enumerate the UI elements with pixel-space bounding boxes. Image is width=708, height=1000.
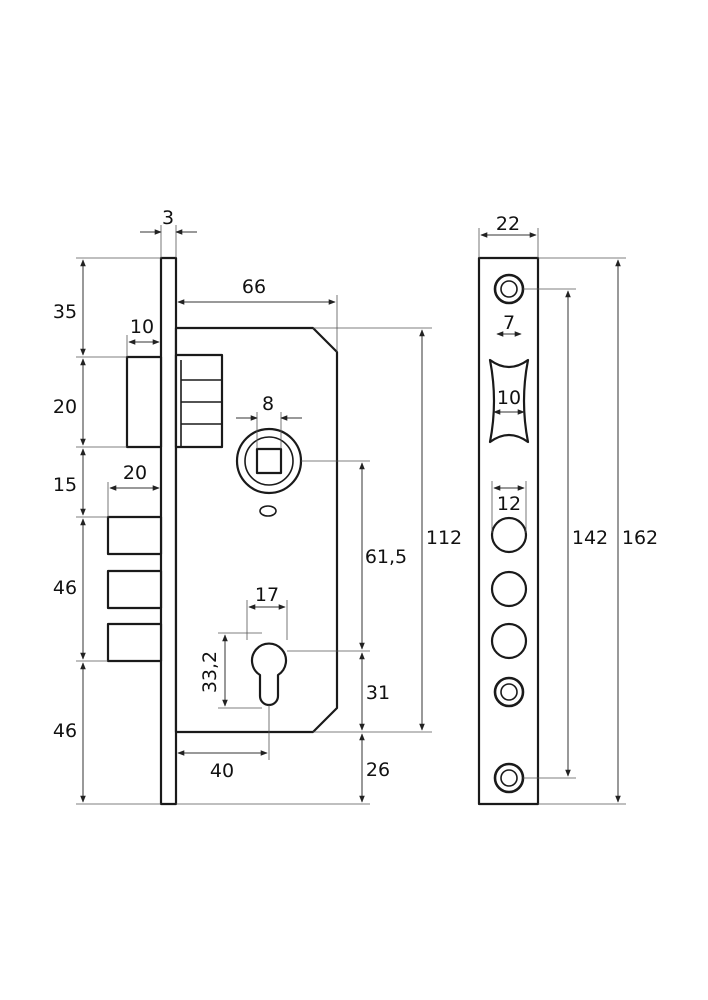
dim-cylinder-to-bottom: 31 [366, 682, 390, 704]
small-hole [259, 505, 277, 517]
dim-cylinder-height: 33,2 [199, 651, 221, 693]
dim-faceplate-thickness: 3 [162, 207, 174, 229]
dim-cylinder-backset: 40 [210, 760, 234, 782]
latch-bolt-inner [174, 353, 224, 449]
spindle-square [255, 447, 283, 475]
dead-bolt [106, 569, 163, 610]
dim-body-height: 112 [426, 527, 462, 549]
dim-spindle-to-cylinder: 61,5 [365, 546, 407, 568]
bolt-hole [490, 570, 528, 608]
dim-latch-depth: 10 [130, 316, 154, 338]
dim-bottom-offset: 46 [53, 720, 77, 742]
latch-bolt-outer [125, 355, 163, 449]
bolt-hole [490, 622, 528, 660]
dim-latch-slot: 10 [497, 387, 521, 409]
side-view: 3 35 20 15 46 46 10 20 66 8 [53, 207, 462, 806]
dim-latch-height: 20 [53, 396, 77, 418]
dim-plate-length: 162 [622, 527, 658, 549]
dim-top-offset: 35 [53, 301, 77, 323]
bolt-hole-small-inner [500, 683, 518, 701]
dim-bolt-span: 46 [53, 577, 77, 599]
cylinder-cutout [250, 642, 288, 707]
dim-screw-distance: 142 [572, 527, 608, 549]
front-view: 22 7 10 12 142 162 [477, 213, 658, 806]
dim-bolt-depth: 20 [123, 462, 147, 484]
dim-spindle-square: 8 [262, 393, 274, 415]
screw-hole-top-inner [500, 280, 518, 298]
dim-cylinder-width: 17 [255, 584, 279, 606]
dim-bolt-hole: 12 [497, 493, 521, 515]
screw-hole-bottom-inner [500, 769, 518, 787]
dim-backset: 66 [242, 276, 266, 298]
dead-bolt [106, 622, 163, 663]
dim-gap: 15 [53, 474, 77, 496]
dead-bolt [106, 515, 163, 556]
dim-screw-hole: 7 [503, 312, 515, 334]
dim-body-to-plate-bottom: 26 [366, 759, 390, 781]
bolt-hole [490, 516, 528, 554]
faceplate [159, 256, 178, 806]
dim-plate-width: 22 [496, 213, 520, 235]
